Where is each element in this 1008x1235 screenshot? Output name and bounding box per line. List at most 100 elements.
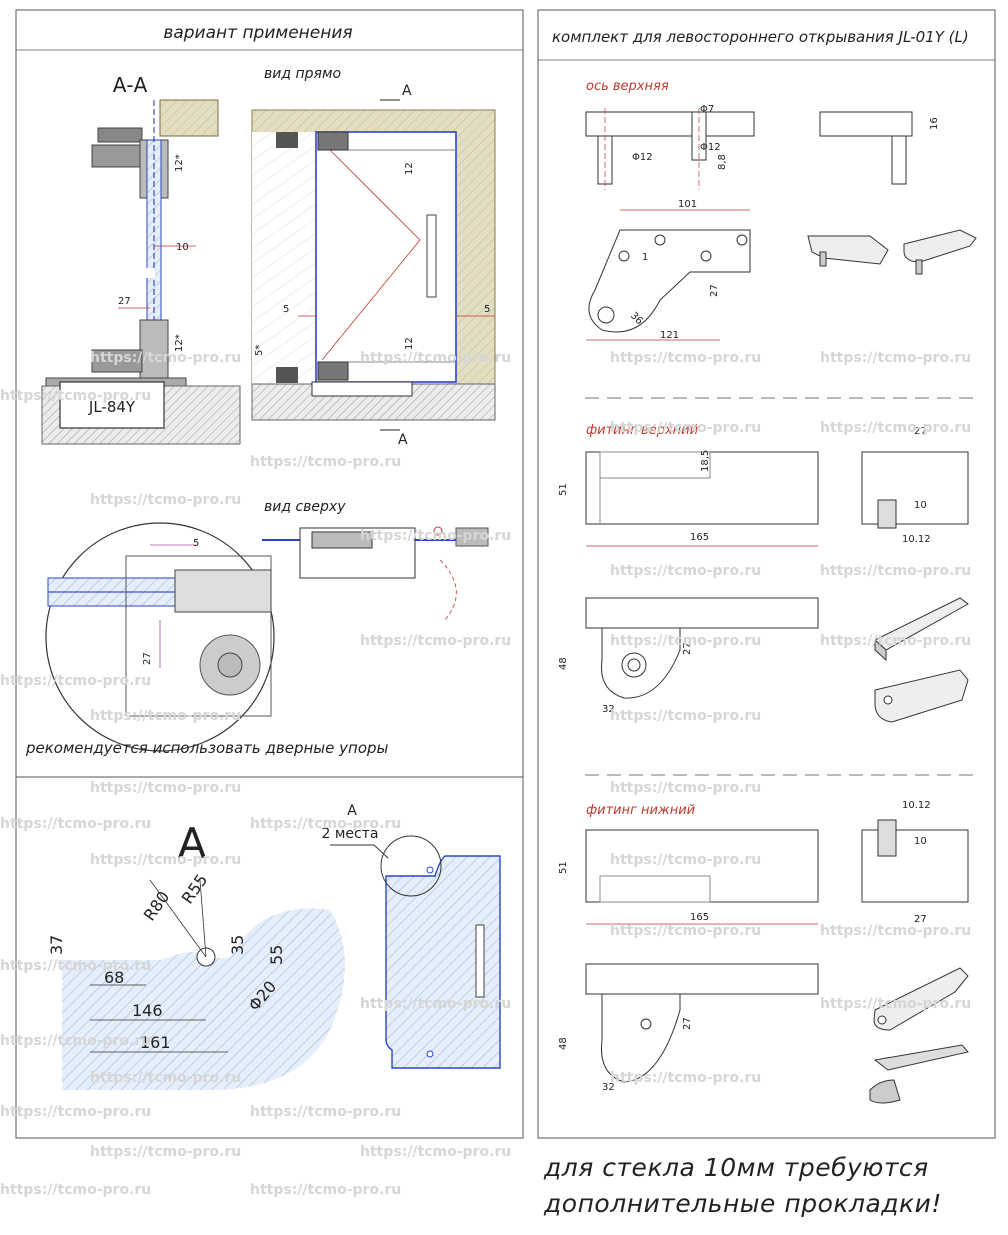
ft-dim-5: 10	[914, 500, 927, 511]
watermark: https://tcmo-pro.ru	[90, 1144, 241, 1160]
view-top-label: вид сверху	[264, 499, 346, 515]
watermark: https://tcmo-pro.ru	[0, 958, 151, 974]
watermark: https://tcmo-pro.ru	[820, 350, 971, 366]
dim-front-4: 5*	[254, 345, 265, 356]
dim-top-2: 27	[142, 652, 153, 665]
watermark: https://tcmo-pro.ru	[610, 350, 761, 366]
watermark: https://tcmo-pro.ru	[90, 780, 241, 796]
footer-note: для стекла 10мм требуются дополнительные…	[544, 1150, 942, 1222]
watermark: https://tcmo-pro.ru	[250, 454, 401, 470]
fitting-top-label: фитинг верхний	[586, 423, 698, 438]
watermark: https://tcmo-pro.ru	[610, 780, 761, 796]
detail-dim-4: 35	[228, 935, 247, 955]
recommendation-text: рекомендуется использовать дверные упоры	[25, 739, 389, 757]
detail-dim-6: 68	[104, 968, 124, 987]
fb-dim-2: 165	[690, 912, 709, 923]
section-title: вариант применения	[163, 23, 352, 43]
axis-dim-3: Φ12	[700, 142, 721, 153]
watermark: https://tcmo-pro.ru	[610, 708, 761, 724]
watermark: https://tcmo-pro.ru	[360, 1144, 511, 1160]
fb-dim-5: 27	[914, 914, 927, 925]
section-aa-drawing: JL-84Y 12* 10 27 12*	[41, 99, 241, 445]
dim-section-1: 12*	[174, 154, 185, 172]
watermark: https://tcmo-pro.ru	[0, 816, 151, 832]
footer-line-2: дополнительные прокладки!	[544, 1189, 942, 1218]
detail-dim-2: R80	[140, 888, 174, 925]
fb-dim-1: 51	[558, 861, 569, 874]
watermark: https://tcmo-pro.ru	[90, 708, 241, 724]
dim-section-4: 12*	[174, 334, 185, 352]
detail-dim-1: 37	[47, 935, 66, 955]
ft-dim-6: 10.12	[902, 534, 931, 545]
dim-top-1: 5	[193, 538, 199, 549]
footer-line-1: для стекла 10мм требуются	[544, 1153, 929, 1182]
watermark: https://tcmo-pro.ru	[610, 420, 761, 436]
watermark: https://tcmo-pro.ru	[820, 563, 971, 579]
detail-dim-7: 146	[132, 1001, 163, 1020]
watermark: https://tcmo-pro.ru	[610, 1070, 761, 1086]
ft-dim-9: 32	[602, 704, 615, 715]
floor-closer-label: JL-84Y	[88, 398, 136, 416]
glass-panel-drawing: А 2 места	[322, 803, 501, 1069]
watermark: https://tcmo-pro.ru	[820, 923, 971, 939]
watermark: https://tcmo-pro.ru	[0, 673, 151, 689]
section-marker-bottom: А	[398, 432, 408, 448]
axis-dim-7: 1	[642, 252, 648, 263]
watermark: https://tcmo-pro.ru	[610, 852, 761, 868]
axis-dim-10: 121	[660, 330, 679, 341]
watermark: https://tcmo-pro.ru	[0, 1182, 151, 1198]
kit-title: комплект для левостороннего открывания J…	[552, 28, 969, 46]
axis-top-label: ось верхняя	[586, 79, 669, 94]
axis-top-drawing: Φ7 Φ12 Φ12 8,8 16 101 1 27 36 121	[585, 104, 977, 341]
watermark: https://tcmo-pro.ru	[0, 388, 151, 404]
fb-dim-8: 32	[602, 1082, 615, 1093]
callout-letter: А	[347, 803, 357, 819]
ft-dim-4: 27	[914, 426, 927, 437]
watermark: https://tcmo-pro.ru	[820, 633, 971, 649]
dim-front-2: 5	[283, 304, 289, 315]
dim-front-5: 12	[404, 337, 415, 350]
ft-dim-7: 48	[558, 657, 569, 670]
axis-dim-1: Φ7	[700, 104, 714, 115]
watermark-layer: https://tcmo-pro.ru https://tcmo-pro.ru …	[0, 350, 971, 1198]
watermark: https://tcmo-pro.ru	[820, 420, 971, 436]
axis-dim-4: 8,8	[717, 154, 728, 170]
watermark: https://tcmo-pro.ru	[610, 633, 761, 649]
watermark: https://tcmo-pro.ru	[610, 563, 761, 579]
fb-dim-6: 48	[558, 1037, 569, 1050]
fb-dim-3: 10.12	[902, 800, 931, 811]
detail-a-drawing: А 37 R80 R55 35 55 68 146 161 Φ20	[47, 819, 345, 1090]
detail-dim-3: R55	[178, 871, 212, 908]
ft-dim-3: 165	[690, 532, 709, 543]
watermark: https://tcmo-pro.ru	[90, 492, 241, 508]
watermark: https://tcmo-pro.ru	[0, 1033, 151, 1049]
watermark: https://tcmo-pro.ru	[250, 1182, 401, 1198]
fb-dim-7: 27	[682, 1017, 693, 1030]
watermark: https://tcmo-pro.ru	[610, 923, 761, 939]
detail-dim-8: 161	[140, 1033, 171, 1052]
fitting-bottom-label: фитинг нижний	[586, 803, 695, 818]
dim-front-1: 12	[404, 162, 415, 175]
watermark: https://tcmo-pro.ru	[820, 996, 971, 1012]
watermark: https://tcmo-pro.ru	[360, 350, 511, 366]
axis-dim-2: Φ12	[632, 152, 653, 163]
fb-dim-4: 10	[914, 836, 927, 847]
section-marker-top: А	[402, 83, 412, 99]
callout-text: 2 места	[322, 826, 379, 842]
dim-front-3: 5	[484, 304, 490, 315]
dim-section-2: 10	[176, 242, 189, 253]
watermark: https://tcmo-pro.ru	[90, 350, 241, 366]
detail-title: А	[178, 819, 207, 868]
fitting-bottom-drawing: 51 165 10.12 10 27 48 27 32	[558, 800, 969, 1104]
view-front-label: вид прямо	[264, 66, 341, 82]
axis-dim-8: 27	[709, 284, 720, 297]
fitting-top-drawing: 51 18,5 165 27 10 10.12 48 27 32	[558, 426, 969, 723]
watermark: https://tcmo-pro.ru	[360, 528, 511, 544]
axis-dim-5: 16	[929, 117, 940, 130]
watermark: https://tcmo-pro.ru	[360, 996, 511, 1012]
watermark: https://tcmo-pro.ru	[0, 1104, 151, 1120]
watermark: https://tcmo-pro.ru	[360, 633, 511, 649]
axis-dim-6: 101	[678, 199, 697, 210]
